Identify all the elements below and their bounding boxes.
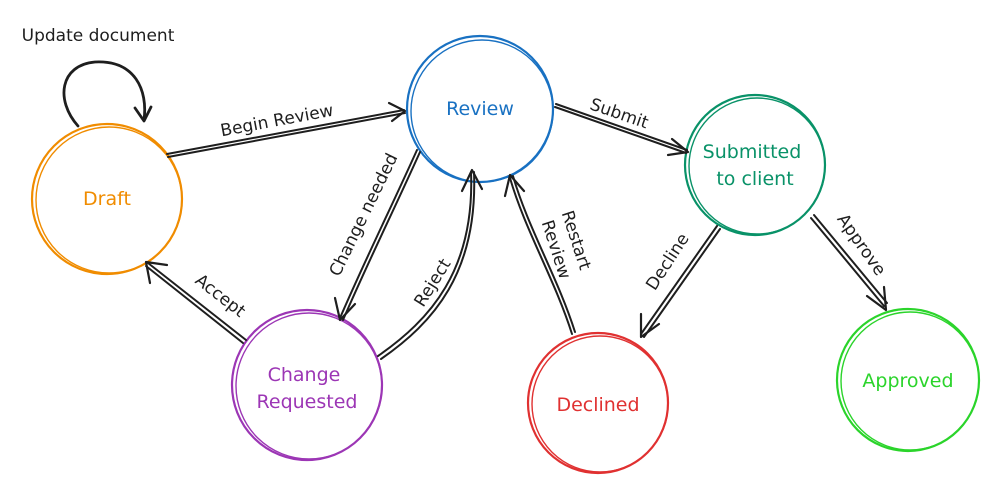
node-submitted-label: Submitted to client: [703, 141, 808, 190]
edge-reject-line: [377, 171, 476, 360]
edge-decline-line: [640, 225, 721, 338]
edge-accept-line: [145, 262, 247, 344]
edge-submit-label: Submit: [587, 95, 651, 134]
edge-decline: Decline: [639, 225, 721, 339]
edge-update-document-line: [62, 60, 147, 128]
node-submitted: Submitted to client: [683, 93, 827, 237]
node-draft: Draft: [30, 122, 184, 276]
edge-approve-arrowhead: [865, 285, 888, 312]
edge-reject-arrowhead: [460, 168, 484, 193]
edge-begin-review-line: [166, 109, 406, 158]
edge-change-needed-arrowhead: [333, 296, 357, 322]
edge-approve: Approve: [810, 210, 890, 312]
edge-begin-review-label: Begin Review: [219, 101, 335, 142]
node-change-circle-sketch: [235, 312, 383, 460]
edge-accept-arrowhead: [144, 260, 169, 285]
node-review-circle-sketch: [410, 39, 554, 183]
node-declined-label: Declined: [556, 394, 639, 416]
edge-accept: Accept: [144, 260, 249, 344]
edge-accept-label: Accept: [191, 270, 249, 322]
node-declined: Declined: [526, 331, 670, 475]
node-draft-circle-sketch: [35, 126, 183, 274]
node-review: Review: [405, 34, 555, 184]
edge-decline-arrowhead: [639, 312, 661, 339]
node-declined-circle-sketch: [531, 335, 669, 473]
node-review-label: Review: [446, 98, 514, 120]
node-approved: Approved: [835, 307, 981, 453]
node-change-label: Change Requested: [257, 364, 358, 413]
edge-change-needed-line: [339, 149, 421, 321]
edge-begin-review-arrowhead: [387, 101, 407, 123]
edge-change-needed: Change needed: [326, 149, 421, 322]
edge-restart-review-line: [509, 175, 576, 335]
edge-restart-review-arrowhead: [503, 173, 526, 198]
edge-approve-label: Approve: [833, 210, 890, 279]
edge-restart-review-label: Restart Review: [536, 208, 596, 284]
edge-approve-line: [810, 214, 888, 307]
node-approved-circle-sketch: [840, 311, 980, 451]
node-submitted-circle-sketch: [688, 97, 826, 235]
edge-update-document-arrowhead: [133, 105, 153, 123]
edge-submit-line: [554, 103, 688, 154]
edge-submit-arrowhead: [666, 137, 690, 157]
node-change: Change Requested: [230, 308, 384, 462]
edge-submit: Submit: [554, 95, 690, 157]
edge-begin-review: Begin Review: [166, 101, 407, 158]
edge-restart-review: Restart Review: [503, 173, 596, 335]
node-draft-label: Draft: [83, 188, 131, 210]
edge-decline-label: Decline: [642, 230, 693, 294]
edge-update-document-label: Update document: [22, 26, 175, 46]
edge-update-document: Update document: [22, 26, 175, 128]
node-approved-label: Approved: [862, 370, 953, 392]
edge-reject: Reject: [377, 168, 484, 360]
